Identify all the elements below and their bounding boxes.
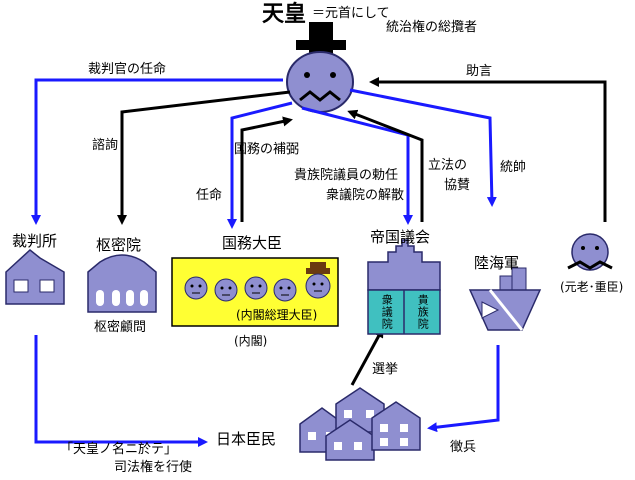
emperor-desc-line2: 統治権の総攬者 [386, 20, 478, 35]
node-cabinet: (内閣) [234, 334, 268, 348]
node-people: 日本臣民 [216, 430, 277, 448]
edge-label-election: 選挙 [372, 362, 399, 377]
edge-label-consultation: 諮詢 [92, 138, 119, 153]
cabinet-box [171, 257, 339, 327]
people-houses-icon [299, 387, 421, 461]
military-ship-icon [468, 267, 542, 331]
prime-minister-face-icon [305, 262, 331, 299]
judicial-note-line2: 司法権を行使 [114, 460, 193, 475]
court-building-icon [5, 249, 65, 305]
edge-label-peers-appointment: 貴族院議員の勅任 [294, 168, 399, 183]
node-privy-councilors: 枢密顧問 [94, 320, 147, 335]
node-house-of-peers: 貴族院 [416, 294, 430, 330]
arrow-ministers-assist [240, 116, 293, 222]
emperor-desc-line1: ＝元首にして [312, 6, 390, 21]
node-house-of-representatives: 衆議院 [380, 294, 394, 330]
edge-label-dissolution: 衆議院の解散 [326, 188, 405, 203]
arrow-ministers-appointment [227, 101, 293, 229]
arrow-to-military [349, 88, 497, 207]
judicial-note-line1: 「天皇ノ名ニ於テ」 [60, 442, 178, 457]
privy-council-building-icon [87, 254, 157, 313]
edge-label-appoint-judges: 裁判官の任命 [88, 62, 167, 77]
arrow-appoint-judges [31, 78, 283, 225]
edge-label-ministers-assist: 国務の補弼 [234, 142, 300, 157]
minister-face-icon [214, 278, 238, 302]
node-prime-minister: (内閣総理大臣) [236, 308, 318, 322]
edge-label-legislation-2: 協賛 [444, 178, 471, 193]
emperor-icon [286, 22, 354, 113]
node-court: 裁判所 [12, 232, 58, 250]
node-military: 陸海軍 [474, 254, 520, 272]
minister-face-icon [184, 276, 208, 300]
node-ministers: 国務大臣 [222, 234, 283, 252]
node-privy-council: 枢密院 [96, 236, 142, 254]
arrow-conscription [427, 345, 500, 433]
arrow-elders-advice [369, 77, 607, 222]
arrow-privy-consultation [117, 90, 291, 225]
edge-label-advice: 助言 [466, 64, 493, 79]
arrow-election [350, 327, 384, 386]
edge-label-conscription: 徴兵 [450, 440, 477, 455]
node-diet: 帝国議会 [370, 228, 431, 246]
blue-arrows [31, 78, 500, 447]
minister-face-icon [244, 276, 268, 300]
diet-building-icon [367, 239, 441, 335]
arrow-diet-consent [347, 109, 424, 222]
arrow-judicial-to-people [34, 335, 208, 447]
elders-figure-icon [567, 233, 613, 271]
black-arrows [117, 77, 607, 386]
node-elders: (元老･重臣) [560, 280, 624, 294]
emperor-title: 天皇 [262, 2, 307, 27]
arrow-to-diet [301, 106, 413, 225]
minister-face-icon [273, 278, 297, 302]
edge-label-legislation: 立法の [428, 158, 468, 173]
edge-label-command: 統帥 [500, 160, 527, 175]
edge-label-appointment: 任命 [196, 188, 223, 203]
